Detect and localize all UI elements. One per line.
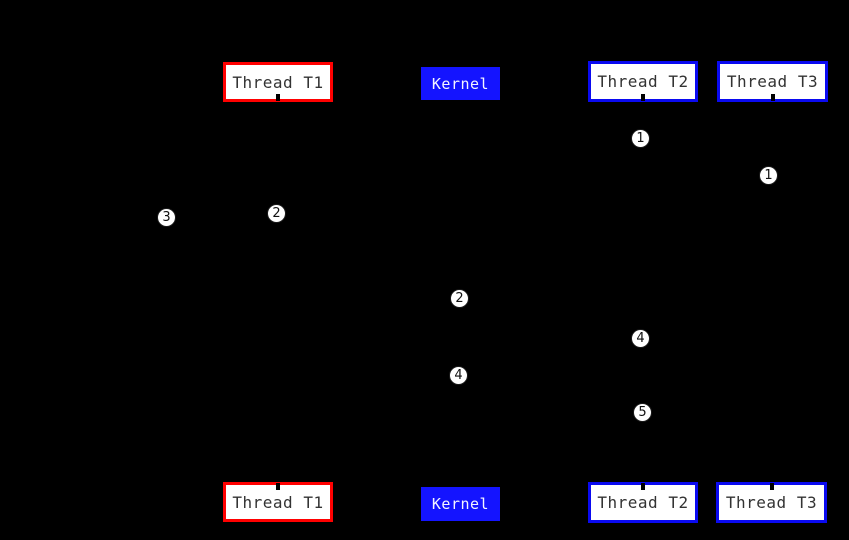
node-thread-t2-top-label: Thread T2 bbox=[597, 72, 689, 91]
node-thread-t2-bottom: Thread T2 bbox=[588, 482, 698, 523]
step-marker-1-thread-t2: 1 bbox=[631, 129, 650, 148]
step-marker-1-thread-t3: 1 bbox=[759, 166, 778, 185]
node-kernel-bottom: Kernel bbox=[421, 487, 500, 521]
node-thread-t2-top: Thread T2 bbox=[588, 61, 698, 102]
step-marker-2-kernel: 2 bbox=[450, 289, 469, 308]
node-thread-t3-bottom-label: Thread T3 bbox=[725, 493, 818, 512]
lifeline-notch bbox=[276, 94, 280, 101]
step-marker-2-thread-t1: 2 bbox=[267, 204, 286, 223]
step-marker-4-kernel: 4 bbox=[449, 366, 468, 385]
step-marker-4-thread-t2: 4 bbox=[631, 329, 650, 348]
lifeline-notch bbox=[641, 483, 645, 490]
node-thread-t1-bottom-label: Thread T1 bbox=[232, 492, 324, 512]
node-thread-t3-top: Thread T3 bbox=[717, 61, 828, 102]
node-thread-t1-bottom: Thread T1 bbox=[223, 482, 333, 522]
lifeline-notch bbox=[276, 483, 280, 490]
node-kernel-top-label: Kernel bbox=[431, 74, 490, 93]
node-thread-t3-bottom: Thread T3 bbox=[716, 482, 827, 523]
node-kernel-bottom-label: Kernel bbox=[431, 495, 490, 513]
node-thread-t1-top-label: Thread T1 bbox=[232, 72, 324, 92]
step-marker-3-left-of-t1: 3 bbox=[157, 208, 176, 227]
step-marker-5-thread-t2: 5 bbox=[633, 403, 652, 422]
node-thread-t1-top: Thread T1 bbox=[223, 62, 333, 102]
node-thread-t3-top-label: Thread T3 bbox=[726, 72, 819, 91]
lifeline-notch bbox=[770, 94, 775, 101]
node-kernel-top: Kernel bbox=[421, 67, 500, 100]
lifeline-notch bbox=[769, 483, 774, 490]
lifeline-notch bbox=[641, 94, 645, 101]
node-thread-t2-bottom-label: Thread T2 bbox=[597, 493, 689, 512]
